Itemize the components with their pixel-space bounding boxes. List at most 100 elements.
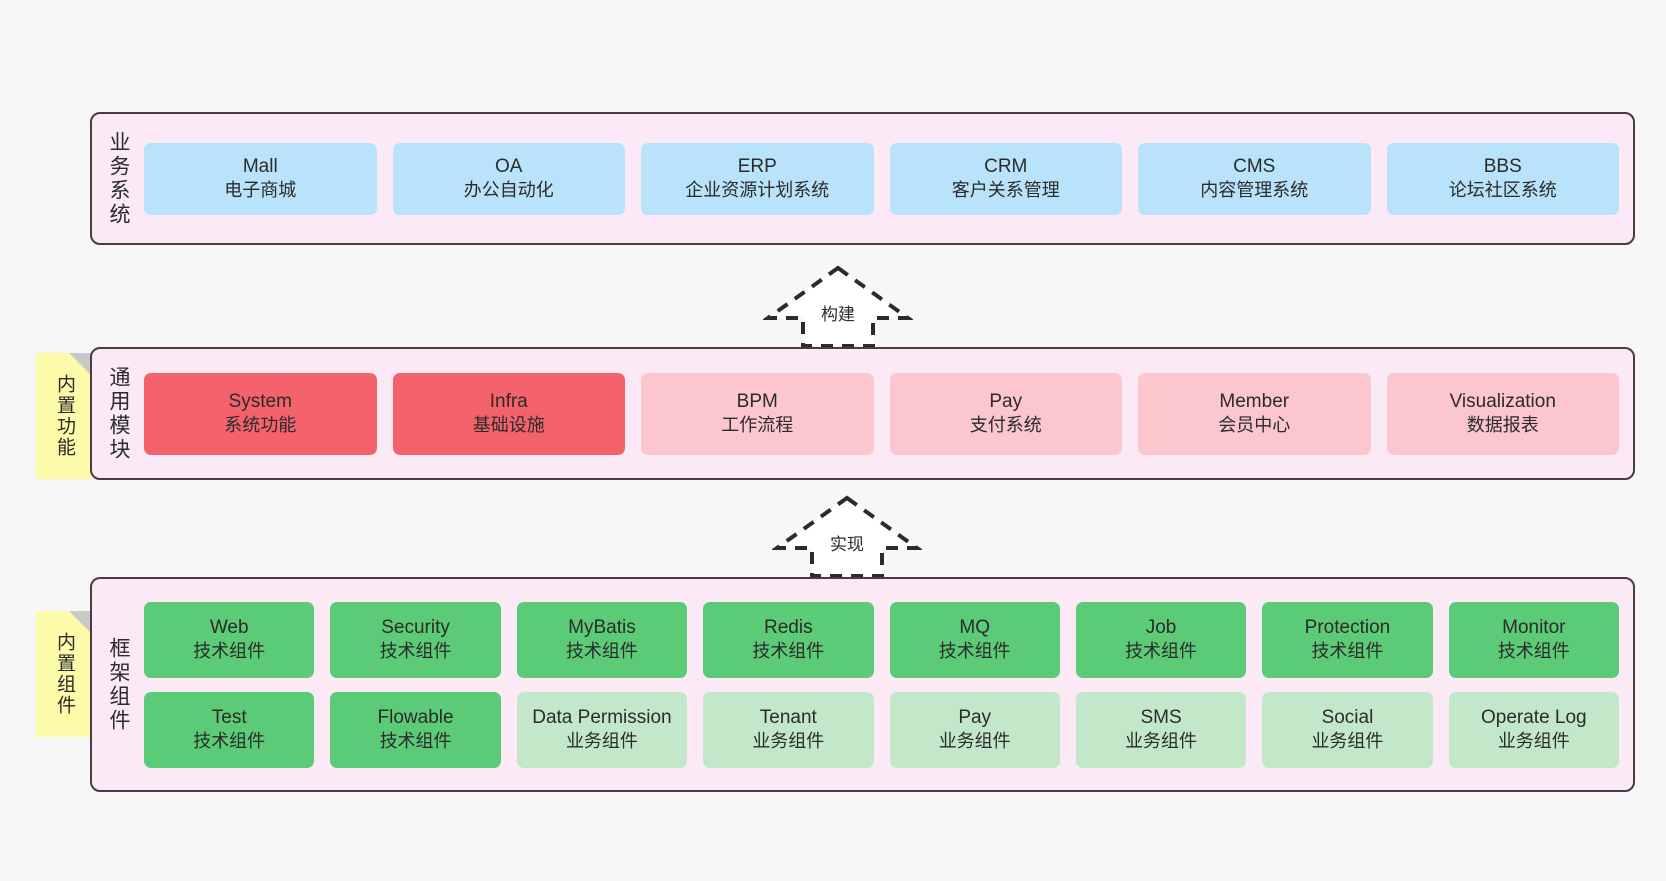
card-subtitle: 业务组件: [565, 731, 638, 752]
card-title: CRM: [984, 156, 1028, 178]
card-subtitle: 技术组件: [193, 641, 266, 662]
card-bpm[interactable]: BPM 工作流程: [641, 372, 874, 455]
card-title: ERP: [737, 156, 777, 178]
card-title: CMS: [1233, 156, 1276, 178]
card-title: Member: [1219, 391, 1290, 413]
card-row: System 系统功能 Infra 基础设施 BPM 工作流程 Pay 支付系统…: [144, 372, 1619, 455]
card-subtitle: 技术组件: [379, 731, 452, 752]
card-title: Data Permission: [532, 707, 672, 729]
card-subtitle: 技术组件: [379, 641, 452, 662]
card-subtitle: 内容管理系统: [1200, 180, 1309, 201]
card-title: Operate Log: [1480, 707, 1587, 729]
card-oa[interactable]: OA 办公自动化: [392, 142, 625, 215]
card-crm[interactable]: CRM 客户关系管理: [889, 142, 1122, 215]
card-operate-log[interactable]: Operate Log 业务组件: [1448, 691, 1619, 768]
card-subtitle: 工作流程: [721, 415, 794, 436]
card-title: SMS: [1140, 707, 1182, 729]
card-title: Social: [1321, 707, 1374, 729]
card-title: OA: [495, 156, 523, 178]
card-member[interactable]: Member 会员中心: [1138, 372, 1371, 455]
card-subtitle: 支付系统: [969, 415, 1042, 436]
layer-label-common-modules: 通用模块: [107, 365, 131, 462]
card-title: Web: [209, 617, 249, 639]
layer-framework-components: 框架组件 Web 技术组件 Security 技术组件 MyBatis 技术组件…: [90, 577, 1635, 792]
card-subtitle: 业务组件: [1497, 731, 1570, 752]
card-security[interactable]: Security 技术组件: [330, 601, 501, 678]
card-title: MyBatis: [568, 617, 636, 639]
card-title: Flowable: [377, 707, 454, 729]
card-subtitle: 电子商城: [224, 180, 297, 201]
card-monitor[interactable]: Monitor 技术组件: [1448, 601, 1619, 678]
layer-body-business-systems: Mall 电子商城 OA 办公自动化 ERP 企业资源计划系统 CRM 客户关系…: [144, 114, 1633, 243]
arrow-implement: 实现: [772, 492, 922, 580]
card-subtitle: 会员中心: [1218, 415, 1291, 436]
note-builtin-functions: 内置功能: [36, 353, 91, 479]
card-title: Pay: [958, 707, 992, 729]
card-title: Mall: [242, 156, 278, 178]
card-infra[interactable]: Infra 基础设施: [392, 372, 625, 455]
card-title: Tenant: [759, 707, 817, 729]
card-subtitle: 业务组件: [752, 731, 825, 752]
card-redis[interactable]: Redis 技术组件: [703, 601, 874, 678]
card-protection[interactable]: Protection 技术组件: [1262, 601, 1433, 678]
card-title: Pay: [989, 391, 1023, 413]
card-subtitle: 业务组件: [1125, 731, 1198, 752]
layer-body-framework-components: Web 技术组件 Security 技术组件 MyBatis 技术组件 Redi…: [144, 579, 1633, 790]
card-subtitle: 技术组件: [938, 641, 1011, 662]
card-tenant[interactable]: Tenant 业务组件: [703, 691, 874, 768]
card-title: System: [228, 391, 292, 413]
card-sms[interactable]: SMS 业务组件: [1075, 691, 1247, 768]
card-job[interactable]: Job 技术组件: [1075, 601, 1247, 678]
card-flowable[interactable]: Flowable 技术组件: [330, 691, 501, 768]
card-mall[interactable]: Mall 电子商城: [144, 142, 377, 215]
layer-body-common-modules: System 系统功能 Infra 基础设施 BPM 工作流程 Pay 支付系统…: [144, 349, 1633, 478]
card-subtitle: 技术组件: [1497, 641, 1570, 662]
card-bbs[interactable]: BBS 论坛社区系统: [1386, 142, 1619, 215]
card-web[interactable]: Web 技术组件: [144, 601, 315, 678]
card-visualization[interactable]: Visualization 数据报表: [1386, 372, 1619, 455]
card-social[interactable]: Social 业务组件: [1262, 691, 1433, 768]
card-subtitle: 客户关系管理: [951, 180, 1060, 201]
card-title: Job: [1145, 617, 1177, 639]
card-row: Web 技术组件 Security 技术组件 MyBatis 技术组件 Redi…: [144, 601, 1619, 678]
card-row: Test 技术组件 Flowable 技术组件 Data Permission …: [144, 691, 1619, 768]
card-title: BPM: [736, 391, 778, 413]
card-subtitle: 技术组件: [1311, 641, 1384, 662]
card-subtitle: 技术组件: [752, 641, 825, 662]
card-data-permission[interactable]: Data Permission 业务组件: [516, 691, 688, 768]
card-title: Visualization: [1449, 391, 1556, 413]
card-system[interactable]: System 系统功能: [144, 372, 377, 455]
card-subtitle: 技术组件: [193, 731, 266, 752]
card-test[interactable]: Test 技术组件: [144, 691, 315, 768]
card-title: BBS: [1483, 156, 1522, 178]
card-subtitle: 业务组件: [938, 731, 1011, 752]
card-subtitle: 办公自动化: [463, 180, 554, 201]
card-title: Monitor: [1502, 617, 1566, 639]
note-builtin-components: 内置组件: [36, 611, 91, 737]
card-row: Mall 电子商城 OA 办公自动化 ERP 企业资源计划系统 CRM 客户关系…: [144, 142, 1619, 215]
card-subtitle: 系统功能: [224, 415, 297, 436]
layer-common-modules: 通用模块 System 系统功能 Infra 基础设施 BPM 工作流程 Pay…: [90, 347, 1635, 480]
card-subtitle: 技术组件: [565, 641, 638, 662]
arrow-build: 构建: [763, 262, 913, 350]
layer-label-business-systems: 业务系统: [107, 130, 131, 227]
note-fold-icon: [69, 611, 91, 633]
card-pay-component[interactable]: Pay 业务组件: [889, 691, 1060, 768]
card-mq[interactable]: MQ 技术组件: [889, 601, 1060, 678]
card-cms[interactable]: CMS 内容管理系统: [1138, 142, 1371, 215]
card-subtitle: 技术组件: [1125, 641, 1198, 662]
card-title: Redis: [764, 617, 813, 639]
card-subtitle: 企业资源计划系统: [685, 180, 830, 201]
note-label: 内置功能: [53, 374, 75, 458]
card-subtitle: 论坛社区系统: [1448, 180, 1557, 201]
note-label: 内置组件: [53, 632, 75, 716]
card-mybatis[interactable]: MyBatis 技术组件: [516, 601, 688, 678]
layer-business-systems: 业务系统 Mall 电子商城 OA 办公自动化 ERP 企业资源计划系统 CRM…: [90, 112, 1635, 245]
card-subtitle: 基础设施: [472, 415, 545, 436]
card-subtitle: 业务组件: [1311, 731, 1384, 752]
layer-label-framework-components: 框架组件: [107, 636, 131, 733]
card-erp[interactable]: ERP 企业资源计划系统: [641, 142, 874, 215]
card-title: Protection: [1304, 617, 1391, 639]
card-pay-module[interactable]: Pay 支付系统: [889, 372, 1122, 455]
